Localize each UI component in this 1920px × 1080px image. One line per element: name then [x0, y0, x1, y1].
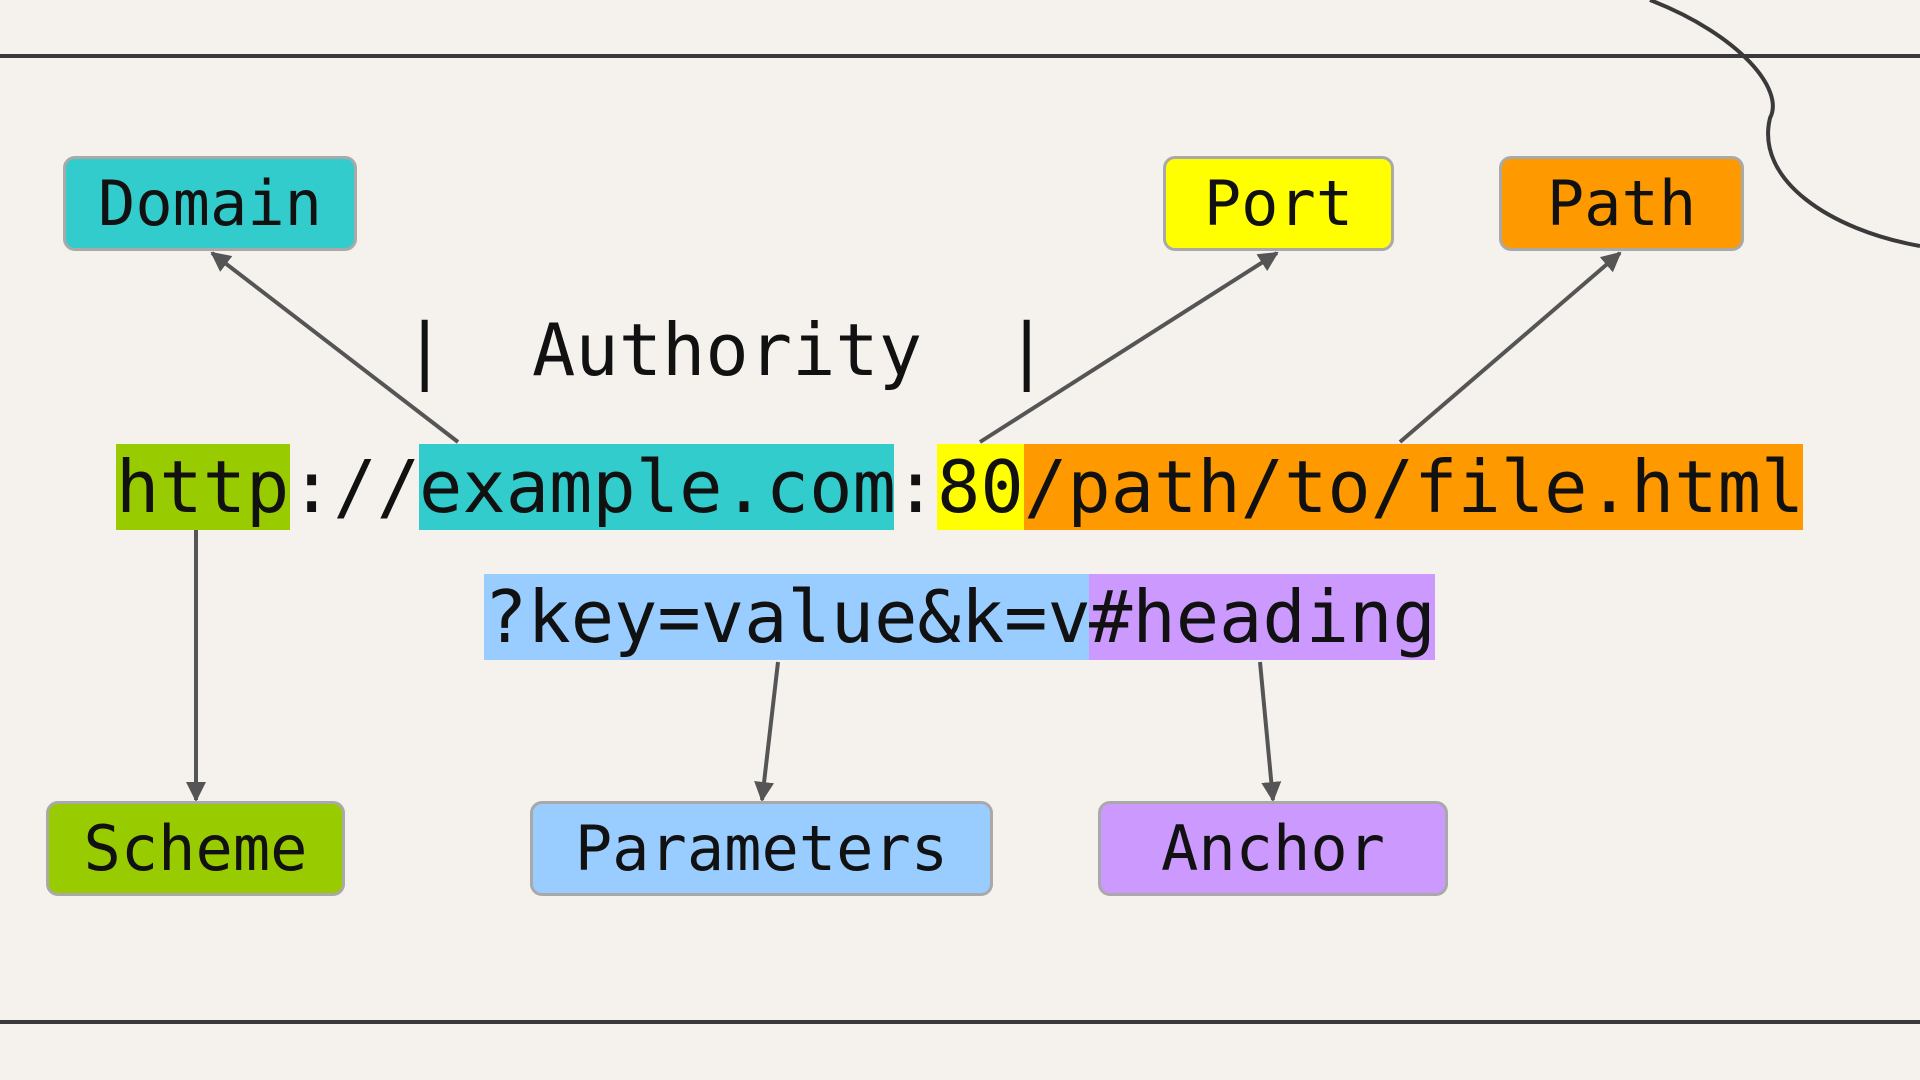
port-label: Port [1203, 166, 1354, 240]
url-query: ?key=value&k=v [484, 574, 1091, 660]
domain-label: Domain [98, 166, 322, 240]
arrow-anchor [1258, 661, 1282, 802]
arrow-parameters [754, 661, 780, 802]
decorative-curve [1649, 0, 1920, 248]
url-fragment: #heading [1089, 574, 1436, 660]
arrow-path [1398, 251, 1622, 444]
path-label: Path [1546, 166, 1697, 240]
url-port-colon: : [894, 445, 938, 529]
domain-label-box: Domain [63, 156, 357, 251]
anchor-label: Anchor [1161, 811, 1385, 885]
anchor-label-box: Anchor [1098, 801, 1448, 896]
port-label-box: Port [1163, 156, 1394, 251]
parameters-label: Parameters [574, 811, 949, 885]
scheme-label-box: Scheme [46, 801, 345, 896]
url-separator: :// [290, 445, 421, 529]
authority-right-bar: | [1005, 308, 1049, 392]
scheme-label: Scheme [83, 811, 308, 885]
url-domain: example.com [419, 444, 896, 530]
path-label-box: Path [1499, 156, 1744, 251]
url-scheme: http [116, 444, 290, 530]
url-port: 80 [937, 444, 1024, 530]
parameters-label-box: Parameters [530, 801, 993, 896]
arrow-port [978, 251, 1279, 444]
authority-label: Authority [532, 308, 923, 392]
arrow-domain [210, 251, 460, 444]
url-path: /path/to/file.html [1024, 444, 1805, 530]
authority-left-bar: | [403, 308, 447, 392]
